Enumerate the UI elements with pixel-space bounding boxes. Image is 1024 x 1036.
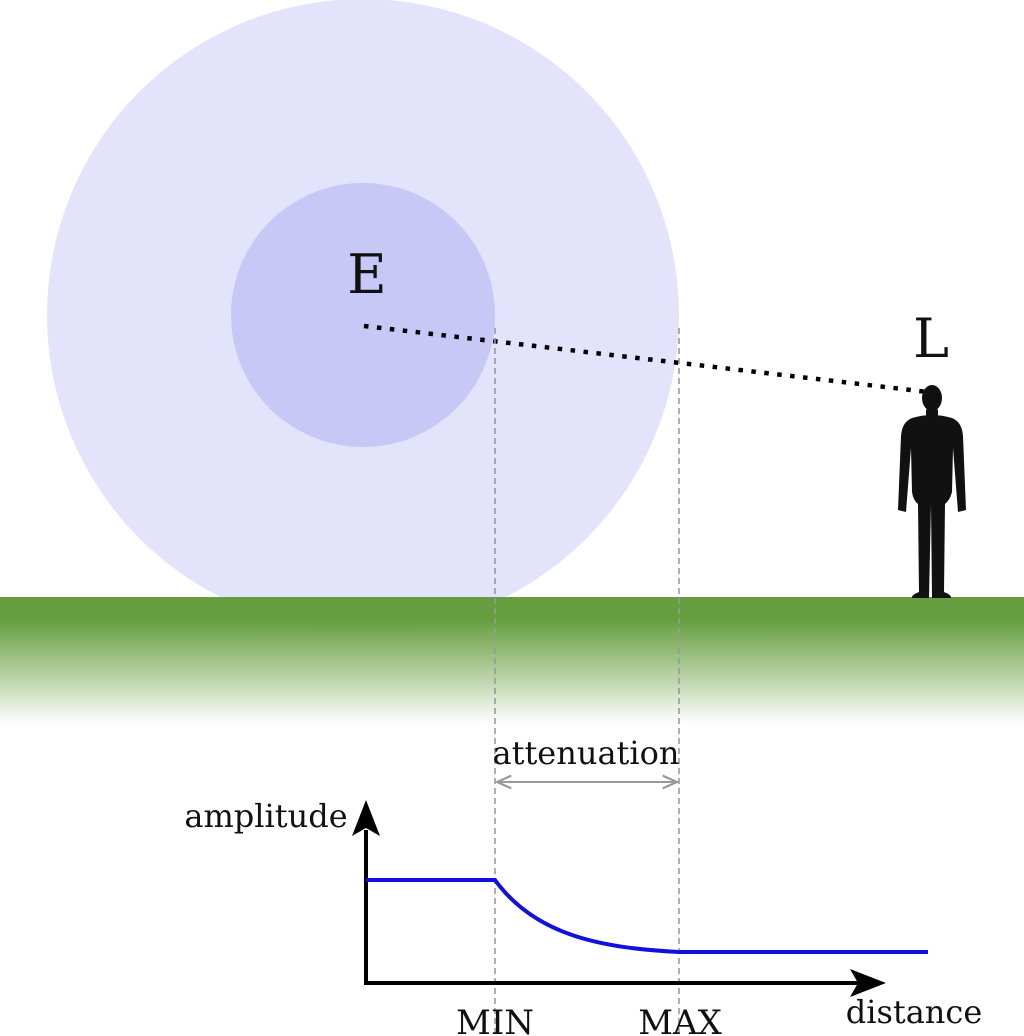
y-axis-label: amplitude <box>184 797 347 835</box>
x-axis-arrowhead <box>850 969 886 997</box>
x-axis-label: distance <box>846 993 983 1031</box>
emitter-listener-line <box>363 323 929 395</box>
person-silhouette-icon <box>898 385 966 598</box>
min-range-circle <box>231 183 495 447</box>
y-axis-arrowhead <box>352 800 380 836</box>
amplitude-curve <box>366 878 928 954</box>
max-label: MAX <box>638 1003 722 1036</box>
min-label: MIN <box>456 1003 534 1036</box>
ground <box>0 597 1024 725</box>
listener-label: L <box>913 307 949 370</box>
emitter-label: E <box>347 243 386 306</box>
attenuation-label: attenuation <box>493 734 680 772</box>
